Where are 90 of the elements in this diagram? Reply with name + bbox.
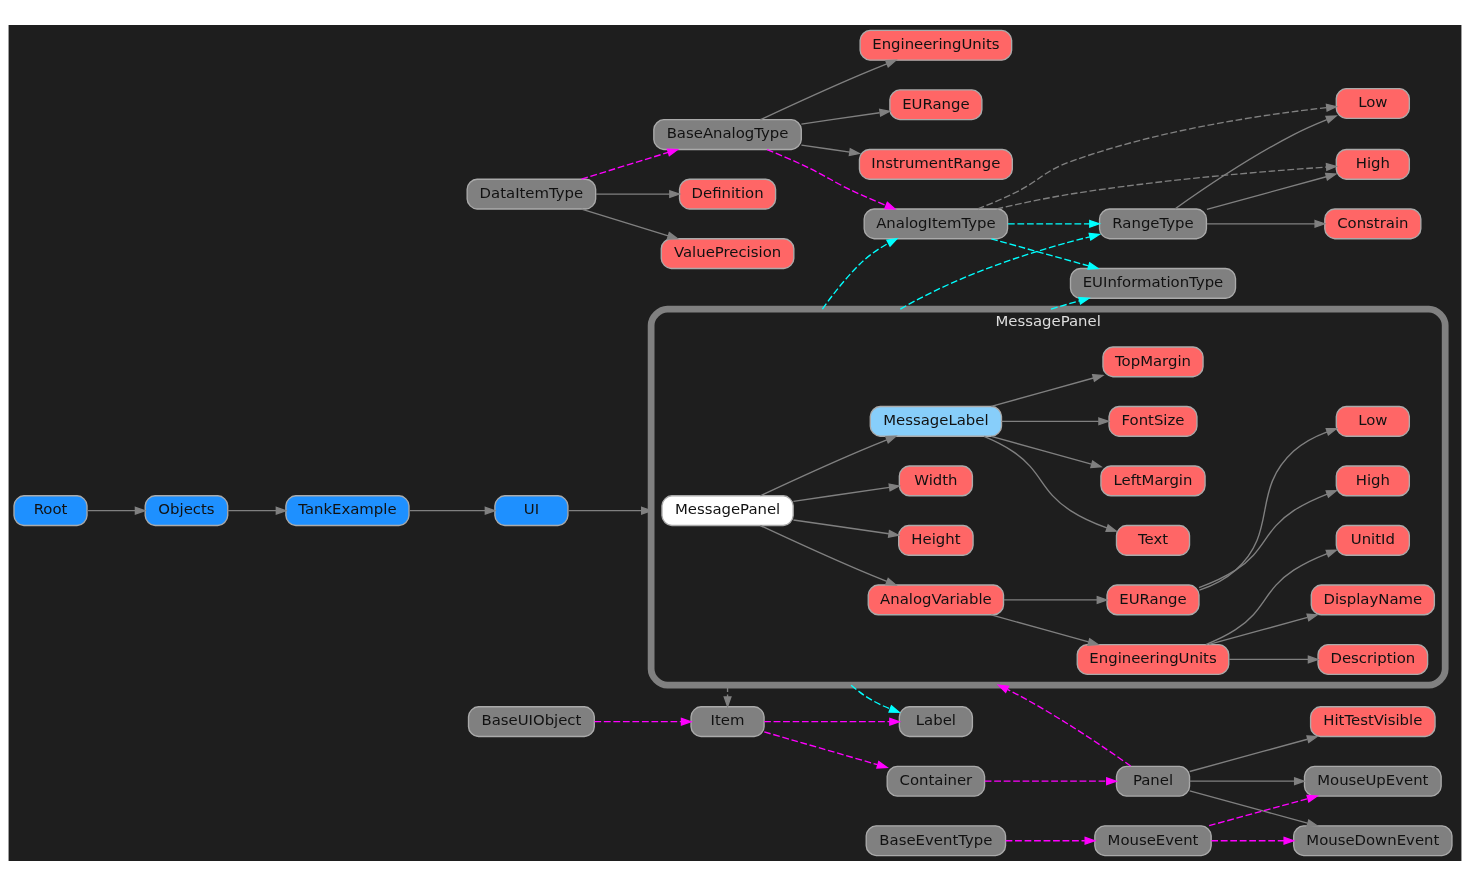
node-box: EngineeringUnits [859,29,1013,61]
arrow [1000,417,1111,426]
arrow [1189,776,1307,786]
arrow [766,148,897,210]
node-box: Constrain [1324,208,1422,240]
node-box: High [1335,465,1411,497]
arrow [990,374,1105,407]
node-box: RangeType [1098,208,1208,240]
arrow [1198,490,1339,589]
node-box: FontSize [1108,405,1198,437]
node-box: InstrumentRange [858,148,1013,180]
arrow [899,232,1102,310]
node-box: Text [1115,524,1191,556]
node-box: DisplayName [1310,584,1436,616]
arrow [1206,219,1327,229]
node-box: Low [1335,405,1411,437]
arrow [1228,655,1320,664]
arrow [1050,296,1091,310]
node-box: UI [494,495,569,527]
arrow [984,776,1119,786]
arrow [800,144,862,157]
node-box: MouseEvent [1094,825,1212,857]
node-box: DataItemType [466,178,597,210]
arrow [1005,836,1097,845]
node-box: Definition [678,178,777,210]
arrow [850,684,901,713]
node-box: MessagePanel [661,495,794,527]
arrow [1206,172,1338,211]
arrow [1003,595,1109,605]
arrow [580,148,680,180]
node-box: LeftMargin [1100,465,1206,497]
arrow [580,208,680,240]
arrow [1210,836,1296,845]
node-box: BaseAnalogType [653,119,802,151]
arrow [86,506,147,515]
node-box: Objects [144,495,229,527]
arrow [800,108,892,125]
arrow [759,524,898,586]
arrow [990,435,1103,469]
node-box: TopMargin [1102,346,1204,378]
arrow [821,237,899,310]
arrow [990,238,1100,270]
arrow [977,103,1339,210]
arrow [1208,613,1320,646]
arrow [759,59,898,121]
node-box: Container [886,765,986,797]
node-box: EURange [889,89,983,121]
node-box: HitTestVisible [1309,706,1436,738]
node-box: Label [898,706,974,738]
node-box: UnitId [1335,524,1411,556]
arrow [990,614,1100,646]
arrow [1174,115,1338,210]
node-box: AnalogItemType [863,208,1009,240]
node-box: Height [898,524,974,556]
node-box: TankExample [285,495,410,527]
arrow [792,519,901,538]
node-box: EUInformationType [1069,267,1237,299]
arrow [996,684,1132,767]
node-box: MouseUpEvent [1303,765,1442,797]
arrow [408,506,497,515]
arrow [763,731,889,769]
arrow [759,435,898,497]
node-box: Description [1317,643,1429,675]
arrow [1198,427,1339,591]
arrow [983,435,1118,532]
arrow [1208,794,1320,827]
arrow [792,483,901,502]
arrow [595,189,682,199]
arrow [763,717,902,726]
arrow [1189,790,1319,828]
node-box: Width [898,465,974,497]
node-box: ValuePrecision [660,238,795,270]
arrow [593,717,693,726]
node-box: MouseDownEvent [1293,825,1453,857]
arrow [1189,735,1319,773]
node-box: Root [13,495,88,527]
node-box: Low [1335,87,1411,119]
arrow [1205,549,1339,646]
node-box: AnalogVariable [867,584,1005,616]
node-box: High [1335,148,1411,180]
node-box: Panel [1115,765,1191,797]
arrow [227,506,288,515]
node-box: EngineeringUnits [1076,643,1230,675]
node-box: BaseEventType [865,825,1007,857]
node-box: EURange [1106,584,1200,616]
node-box: BaseUIObject [467,706,595,738]
node-box: MessageLabel [869,405,1003,437]
arrow [995,162,1339,210]
arrow [1007,219,1102,229]
node-box: Item [690,706,765,738]
